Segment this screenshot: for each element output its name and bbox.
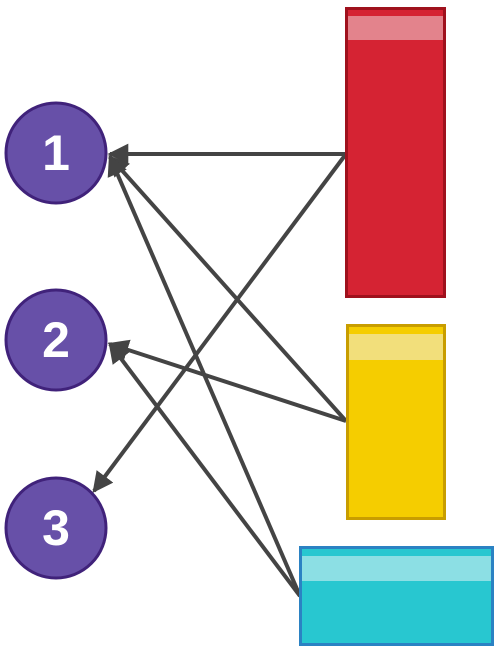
arrow-red-to-node-3 — [92, 152, 348, 493]
node-3-circle — [4, 476, 108, 580]
yellow-block-header — [349, 334, 443, 360]
red-block-header — [348, 16, 443, 40]
node-3-label: 3 — [42, 500, 70, 556]
arrow-cyan-to-node-2 — [108, 342, 302, 598]
node-2-circle — [4, 288, 108, 392]
arrow-yellow-to-node-2 — [107, 339, 347, 423]
edges — [92, 143, 348, 598]
red-block-body — [345, 7, 446, 298]
node-1-circle — [4, 101, 108, 205]
node-1-label: 1 — [42, 125, 70, 181]
cyan-block-header — [302, 556, 491, 581]
node-1: 1 — [4, 101, 108, 205]
node-2-label: 2 — [42, 312, 70, 368]
red-block — [345, 7, 446, 298]
arrow-yellow-to-node-1 — [108, 155, 348, 423]
yellow-block — [346, 324, 446, 520]
node-2: 2 — [4, 288, 108, 392]
node-3: 3 — [4, 476, 108, 580]
arrow-cyan-to-node-1 — [107, 154, 302, 597]
cyan-block — [299, 546, 494, 646]
